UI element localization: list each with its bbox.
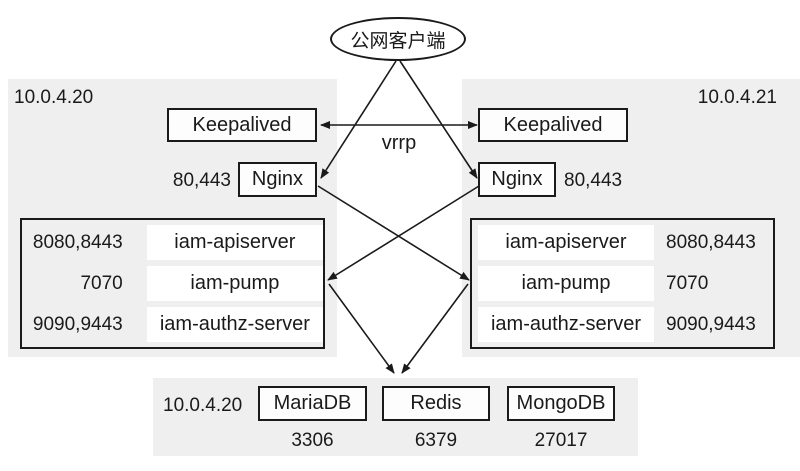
mariadb-box: MariaDB [258, 386, 367, 421]
arrow-right-iam-to-datastore [401, 283, 469, 374]
mongodb-box: MongoDB [507, 386, 615, 421]
service-row: iam-apiserver 8080,8443 [472, 225, 773, 260]
service-name-box: iam-pump [478, 266, 654, 301]
mongodb-port: 27017 [534, 430, 588, 451]
nginx-box-right: Nginx [478, 162, 556, 197]
service-row: iam-pump 7070 [472, 266, 773, 301]
redis-port: 6379 [414, 430, 458, 451]
service-name-box: iam-apiserver [478, 225, 654, 260]
public-client-label: 公网客户端 [350, 30, 446, 52]
service-ports: 9090,9443 [666, 313, 756, 335]
vrrp-label: vrrp [381, 132, 417, 154]
service-row: 8080,8443 iam-apiserver [22, 225, 323, 260]
right-node-ip: 10.0.4.21 [697, 87, 777, 108]
service-ports: 8080,8443 [666, 231, 756, 253]
arrow-right-nginx-to-left-iam [327, 185, 480, 281]
nginx-ports-right: 80,443 [564, 170, 623, 191]
service-name-box: iam-authz-server [146, 307, 323, 342]
database-item: MongoDB 27017 [507, 386, 615, 452]
service-row: iam-authz-server 9090,9443 [472, 307, 773, 342]
service-name-box: iam-authz-server [478, 307, 654, 342]
service-ports: 8080,8443 [32, 231, 123, 253]
service-ports: 7070 [666, 272, 709, 294]
service-row: 7070 iam-pump [22, 266, 323, 301]
mariadb-port: 3306 [291, 430, 334, 451]
keepalived-box-right: Keepalived [478, 108, 628, 142]
database-item: Redis 6379 [382, 386, 490, 452]
arrow-left-nginx-to-right-iam [317, 185, 470, 281]
left-node-ip: 10.0.4.20 [14, 87, 94, 108]
service-name-box: iam-apiserver [146, 225, 323, 260]
database-item: MariaDB 3306 [258, 386, 367, 452]
arrow-left-iam-to-datastore [328, 283, 395, 374]
service-name-box: iam-pump [146, 266, 323, 301]
nginx-box-left: Nginx [238, 162, 317, 197]
service-row: 9090,9443 iam-authz-server [22, 307, 323, 342]
iam-services-box-left: 8080,8443 iam-apiserver 7070 iam-pump 90… [20, 218, 325, 349]
redis-box: Redis [382, 386, 490, 421]
service-ports: 9090,9443 [32, 313, 123, 335]
public-client-node: 公网客户端 [330, 17, 466, 61]
keepalived-box-left: Keepalived [167, 108, 317, 142]
service-ports: 7070 [80, 272, 123, 294]
iam-services-box-right: iam-apiserver 8080,8443 iam-pump 7070 ia… [470, 218, 775, 349]
nginx-ports-left: 80,443 [172, 170, 231, 191]
datastore-ip: 10.0.4.20 [163, 395, 243, 416]
